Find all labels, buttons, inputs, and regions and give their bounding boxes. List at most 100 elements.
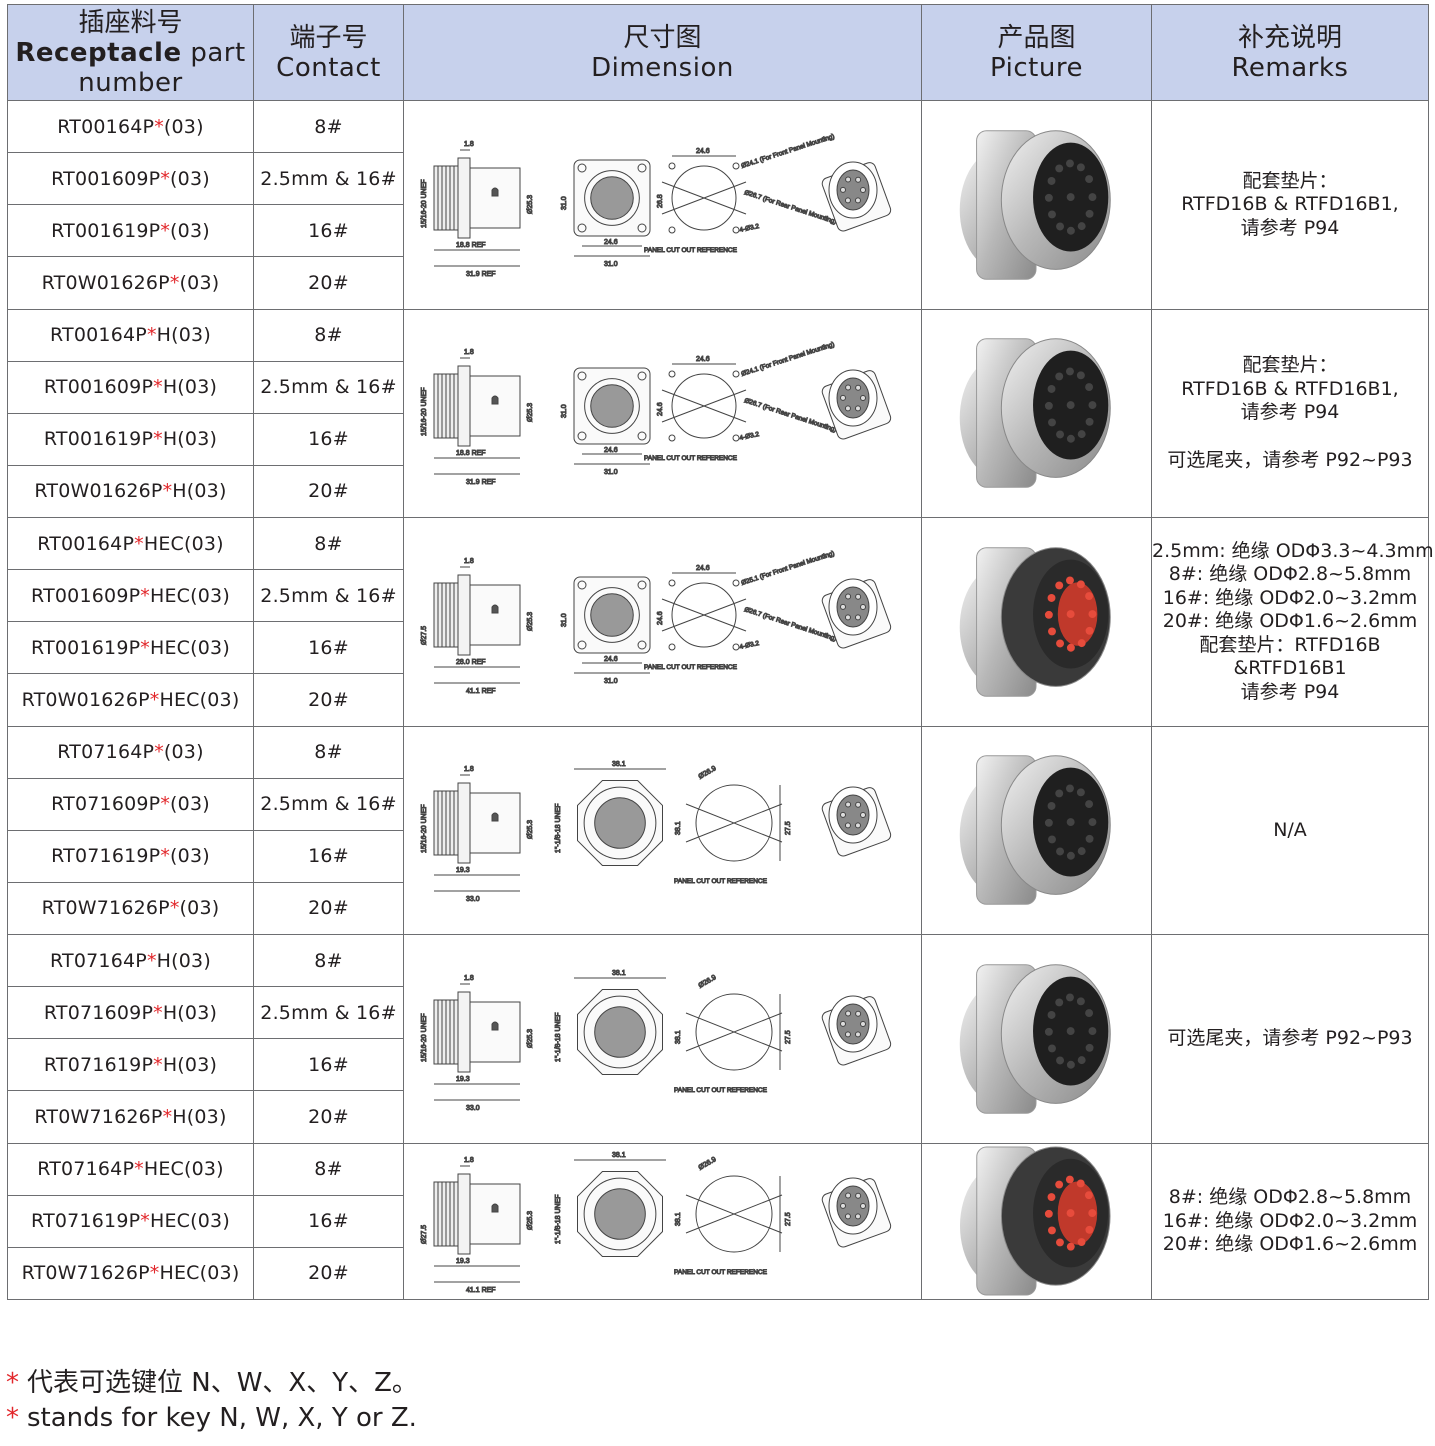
part-number-suffix: (03) [170,167,210,190]
dimension-drawing-svg: 1.819.341.1 REFØ27.5Ø25.338.138.11"-1/8-… [421,1152,892,1295]
dim-label-d1: Ø25.3 [527,1029,534,1048]
dim-label-c2: 26.8 [657,194,664,208]
table-row: RT071619P*H(03)16# [7,1038,1429,1092]
part-number-cell: RT0W01626P*HEC(03) [7,673,254,727]
remarks-cell: 可选尾夹，请参考 P92~P93 [1151,934,1429,1144]
contact-cell: 8# [253,99,404,154]
contact-cell: 8# [253,308,404,362]
dim-label-w2: 38.1 [675,1030,682,1044]
dim-label-l3: 33.0 [466,1105,480,1112]
header-contact-zh: 端子号 [289,22,368,53]
part-number-prefix: RT071609P [43,1001,154,1024]
remarks-cell: 配套垫片：RTFD16B & RTFD16B1,请参考 P94 [1151,100,1429,310]
dim-label-w1: 24.6 [604,656,618,663]
dim-note-rear: Ø26.7 (For Rear Panel Mounting) [743,189,837,225]
part-number-star: * [153,1001,163,1024]
header-part-en-2: number [78,67,183,98]
part-number-cell: RT071609P*H(03) [7,986,254,1040]
part-number-suffix: (03) [170,793,210,816]
part-number-prefix: RT00164P [57,115,155,138]
header-dimension-zh: 尺寸图 [623,22,702,53]
part-number-cell: RT001609P*H(03) [7,360,254,414]
remarks-line: 16#: 绝缘 ODΦ2.0~3.2mm [1162,1209,1418,1232]
part-number-star: * [146,949,157,972]
header-remarks-zh: 补充说明 [1237,22,1342,53]
part-number-star: * [154,741,164,764]
dim-label-d2: 31.0 [561,613,568,627]
dim-label-thread: Ø27.5 [421,1225,428,1244]
dim-label-w1: 24.6 [604,447,618,454]
contact-cell: 16# [253,621,404,675]
header-part-en: Receptacle part [8,38,253,68]
part-number-star: * [162,480,173,503]
part-number-suffix: H(03) [172,1105,227,1128]
part-number-cell: RT0W01626P*(03) [7,256,254,310]
dim-label-l2: 18.8 REF [456,450,486,457]
header-picture-zh: 产品图 [997,22,1076,53]
header-remarks: 补充说明 Remarks [1151,4,1429,101]
dim-label-l1: 1.8 [464,141,474,148]
picture-cell [921,725,1152,935]
dim-label-cutout: PANEL CUT OUT REFERENCE [644,247,738,254]
header-part-en-bold: Receptacle [15,37,182,68]
isometric-view [821,995,892,1066]
dim-label-w2: 31.0 [604,261,618,268]
dim-label-thread: 15/16-20 UNEF [421,388,428,437]
part-number-suffix: (03) [179,897,220,920]
dim-label-l2: 28.0 REF [456,659,486,666]
contact-cell: 20# [253,256,404,310]
dim-note-front: Ø24.1 (For Front Panel Mounting) [740,341,835,378]
contact-cell: 8# [253,1142,404,1196]
part-number-prefix: RT0W71626P [21,1262,150,1285]
dim-label-d2: 31.0 [561,405,568,419]
header-contact: 端子号 Contact [253,4,404,101]
product-picture-svg [922,1144,1150,1299]
remarks-line: RTFD16B & RTFD16B1, [1181,193,1399,215]
part-number-cell: RT07164P*H(03) [7,933,254,988]
dim-label-l3: 41.1 REF [466,688,496,695]
header-remarks-en: Remarks [1231,52,1349,83]
part-number-star: * [134,532,144,555]
part-number-star: * [162,1105,173,1128]
remarks-line: 2.5mm: 绝缘 ODΦ3.3~4.3mm [1152,539,1434,562]
part-number-cell: RT0W71626P*(03) [7,881,254,936]
part-number-suffix: HEC(03) [149,584,230,607]
contact-cell: 8# [253,516,404,571]
part-number-cell: RT071619P*(03) [7,829,254,883]
part-number-prefix: RT0W01626P [34,480,163,503]
part-number-cell: RT07164P*HEC(03) [7,1142,254,1196]
part-number-cell: RT001619P*HEC(03) [7,621,254,675]
dim-label-w2: 31.0 [604,469,618,476]
table-row: RT001609P*H(03)2.5mm & 16# [7,360,1429,414]
dim-label-d1: Ø25.3 [527,820,534,839]
part-number-cell: RT001619P*(03) [7,204,254,258]
dim-note-holes: 4-Ø3.2 [739,431,760,442]
dim-label-c1: 24.6 [696,148,710,155]
part-number-prefix: RT001609P [43,376,154,399]
dim-label-d1: Ø25.3 [527,195,534,214]
part-number-star: * [140,584,150,607]
table-row: RT001609P*HEC(03)2.5mm & 16# [7,569,1429,623]
part-number-cell: RT071609P*(03) [7,777,254,831]
table-row: RT0W01626P*(03)20# [7,256,1429,310]
part-number-prefix: RT00164P [50,324,147,347]
picture-cell [921,934,1152,1144]
remarks-line: 8#: 绝缘 ODΦ2.8~5.8mm [1168,1186,1412,1208]
dim-label-l1: 1.8 [464,975,474,982]
product-picture-svg [922,310,1150,517]
front-view: 24.631.031.0 [561,159,651,268]
dim-label-c2: 27.5 [785,1030,792,1044]
part-number-star: * [149,1262,160,1285]
remarks-line: 请参考 P94 [1240,401,1340,424]
